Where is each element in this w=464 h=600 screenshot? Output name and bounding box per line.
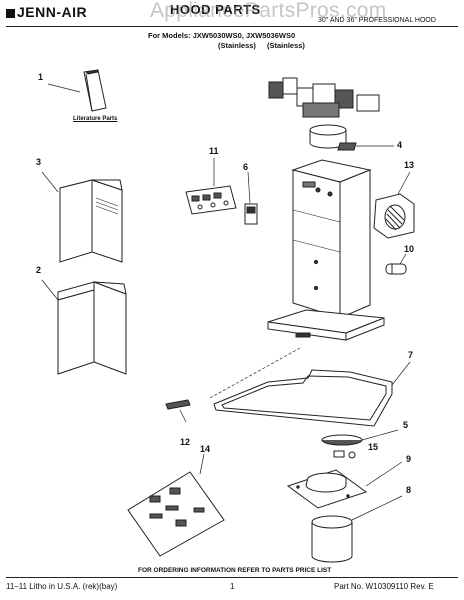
upper-duct-cover-drawing <box>59 179 123 263</box>
footer-rule <box>6 577 458 578</box>
literature-parts-label: Literature Parts <box>73 116 118 122</box>
finish-label-2: (Stainless) <box>267 41 305 50</box>
part-number: Part No. W10309110 Rev. E <box>334 582 434 591</box>
blower-drawing <box>373 193 415 239</box>
header-rule <box>6 26 458 27</box>
model-numbers: For Models: JXW5030WS0, JXW5036WS0 <box>148 31 296 40</box>
capacitor-drawing <box>385 263 407 275</box>
bulb-socket-drawing <box>321 434 363 459</box>
callout-3: 3 <box>36 157 42 167</box>
callout-7: 7 <box>408 350 414 360</box>
page-number: 1 <box>230 582 235 591</box>
duct-top-blocks-drawing <box>268 77 380 118</box>
callout-14: 14 <box>200 444 211 454</box>
duct-collar-drawing <box>309 124 357 151</box>
brand-name: JENN-AIR <box>17 4 88 20</box>
light-bracket-drawing <box>165 399 191 410</box>
callout-5: 5 <box>403 420 409 430</box>
callout-13: 13 <box>404 160 415 170</box>
brand-logo: JENN-AIR <box>6 4 87 20</box>
callout-8: 8 <box>406 485 412 495</box>
ordering-note: FOR ORDERING INFORMATION REFER TO PARTS … <box>138 567 332 574</box>
transition-drawing <box>286 469 368 509</box>
duct-drawing <box>311 515 353 563</box>
callout-11: 11 <box>209 146 219 156</box>
callout-6: 6 <box>243 162 249 172</box>
callout-4: 4 <box>397 140 403 150</box>
page-subtitle: 30" AND 36" PROFESSIONAL HOOD <box>318 17 436 24</box>
callout-1: 1 <box>38 72 44 82</box>
lower-duct-cover-drawing <box>57 281 127 375</box>
callout-9: 9 <box>406 454 412 464</box>
callout-10: 10 <box>404 244 415 254</box>
literature-parts-drawing <box>83 69 107 112</box>
litho-note: 11–11 Litho in U.S.A. (rek)(bay) <box>6 582 118 591</box>
page-title: HOOD PARTS <box>170 2 261 17</box>
hood-base-plate-drawing <box>267 309 385 341</box>
finish-label-1: (Stainless) <box>218 41 256 50</box>
switch-drawing <box>244 203 258 225</box>
watermark: AppliancePartsPros.com <box>150 0 387 22</box>
filter-frame-drawing <box>213 369 393 427</box>
hardware-kit-drawing <box>127 471 225 557</box>
control-panel-drawing <box>185 185 237 215</box>
hood-chimney-drawing <box>291 159 372 319</box>
callout-15: 15 <box>368 442 379 452</box>
callout-2: 2 <box>36 265 42 275</box>
callout-12: 12 <box>180 437 191 447</box>
